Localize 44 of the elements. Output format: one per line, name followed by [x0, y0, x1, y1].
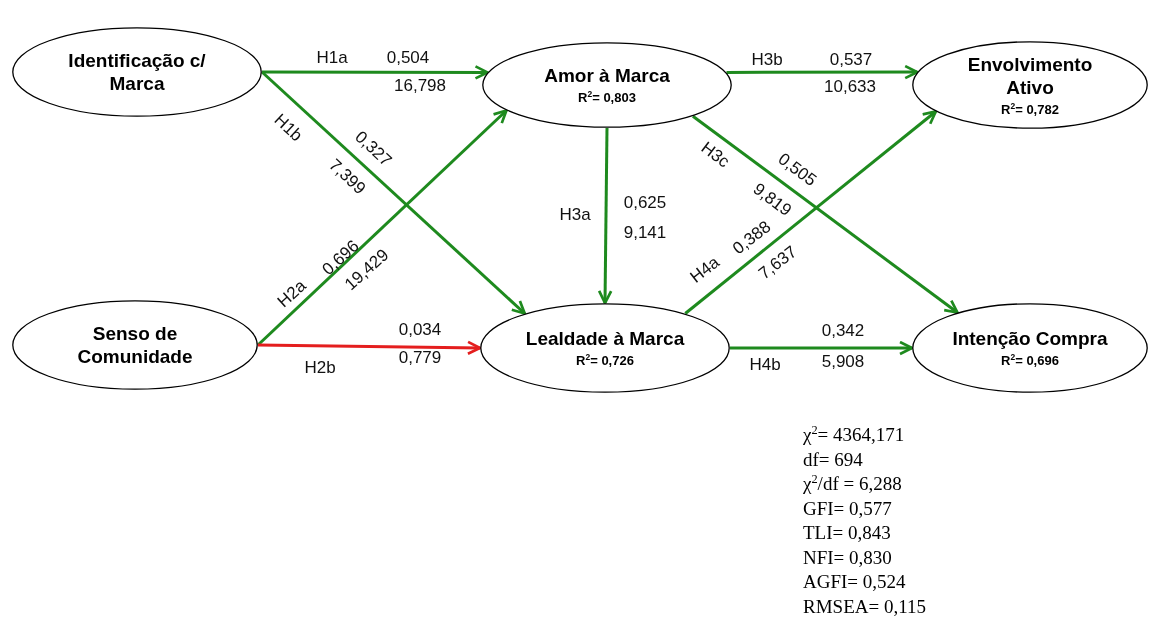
path-coefficient: 0,625 [623, 193, 667, 213]
hypothesis-label: H3a [559, 205, 591, 225]
construct-name: Senso de Comunidade [76, 322, 194, 368]
hypothesis-label: H1b [269, 110, 307, 146]
path-arrow [730, 340, 914, 356]
construct-name: Lealdade à Marca [525, 327, 685, 350]
hypothesis-label: H1a [316, 48, 348, 68]
fit-statistic: χ$^{2}$= 4364,171 [803, 424, 905, 446]
path-coefficient: 9,141 [623, 223, 667, 243]
path-arrow [256, 109, 508, 347]
fit-statistic: NFI= 0,830 [803, 546, 892, 569]
fit-statistic: AGFI= 0,524 [803, 571, 906, 593]
path-arrow [597, 128, 613, 305]
path-coefficient: 5,908 [821, 352, 865, 372]
path-arrow [257, 340, 482, 356]
path-arrow [726, 64, 919, 80]
construct-name: Intenção Compra [952, 327, 1108, 350]
hypothesis-label: H3c [696, 137, 734, 173]
path-coefficient: 0,779 [398, 348, 442, 368]
hypothesis-label: H2b [304, 358, 336, 378]
r-squared-value: R$^{2}$= 0,726 [576, 353, 634, 369]
fit-statistic: TLI= 0,843 [803, 522, 891, 544]
path-arrow [261, 70, 527, 315]
construct-name: Envolvimento Ativo [966, 52, 1094, 99]
r-squared-value: R$^{2}$= 0,803 [578, 90, 636, 106]
path-coefficient: 0,034 [398, 320, 442, 340]
hypothesis-label: H4a [686, 252, 724, 288]
fit-statistic: GFI= 0,577 [803, 497, 892, 520]
path-coefficient: 16,798 [394, 76, 446, 96]
path-coefficient: 0,537 [829, 50, 873, 70]
path-coefficient: 10,633 [824, 77, 876, 97]
fit-statistic: RMSEA= 0,115 [803, 595, 926, 618]
hypothesis-label: H4b [749, 355, 781, 375]
construct-name: Identificação c/ Marca [67, 49, 207, 95]
r-squared-value: R$^{2}$= 0,782 [1001, 101, 1059, 118]
path-coefficient: 0,342 [821, 321, 865, 341]
r-squared-value: R$^{2}$= 0,696 [1001, 353, 1059, 369]
hypothesis-label: H2a [273, 276, 311, 312]
path-arrow [262, 65, 489, 80]
path-coefficient: 0,504 [386, 48, 430, 68]
fit-statistic: χ$^{2}$/df = 6,288 [803, 473, 902, 495]
hypothesis-label: H3b [751, 50, 783, 70]
fit-statistic: df= 694 [803, 448, 863, 471]
construct-name: Amor à Marca [544, 64, 670, 87]
